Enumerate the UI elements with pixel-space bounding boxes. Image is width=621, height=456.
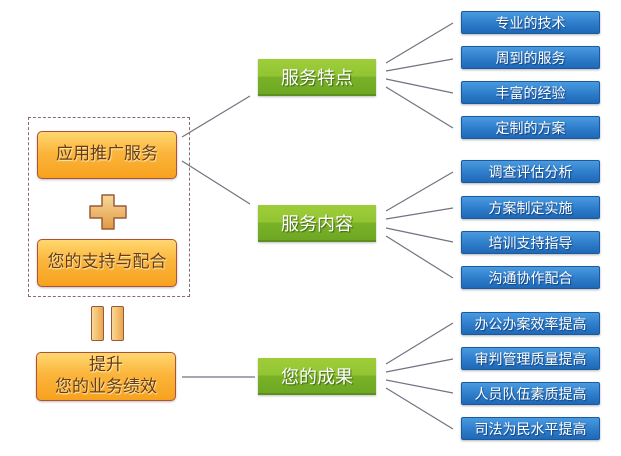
content-item-label: 调查评估分析 (488, 164, 573, 181)
service-box[interactable]: 应用推广服务 (37, 131, 177, 179)
category-features-label: 服务特点 (281, 67, 353, 89)
connector-features-item-2 (385, 58, 454, 72)
connector-content-item-3 (385, 227, 454, 243)
outcomes-item[interactable]: 办公办案效率提高 (461, 312, 600, 335)
result-box-line1: 提升 (89, 355, 123, 376)
content-item[interactable]: 沟通协作配合 (461, 266, 600, 289)
category-features[interactable]: 服务特点 (258, 59, 376, 96)
equals-icon-bar-left (91, 306, 104, 341)
category-outcomes[interactable]: 您的成果 (258, 358, 376, 395)
connector-content-item-4 (385, 235, 454, 279)
category-content[interactable]: 服务内容 (258, 205, 376, 242)
content-item[interactable]: 方案制定实施 (461, 196, 600, 219)
features-item[interactable]: 定制的方案 (461, 116, 600, 139)
features-item[interactable]: 周到的服务 (461, 46, 600, 69)
connector-service-to-features (181, 95, 251, 138)
connector-features-item-3 (385, 78, 454, 94)
connector-content-item-1 (385, 171, 454, 212)
category-outcomes-label: 您的成果 (281, 366, 353, 388)
plus-icon (89, 194, 127, 230)
outcomes-item[interactable]: 司法为民水平提高 (461, 417, 600, 440)
features-item-label: 周到的服务 (495, 50, 566, 67)
connector-outcomes-item-3 (385, 379, 454, 394)
support-box[interactable]: 您的支持与配合 (37, 239, 177, 287)
equals-icon-bar-right (111, 306, 124, 341)
outcomes-item-label: 审判管理质量提高 (474, 351, 587, 368)
category-content-label: 服务内容 (281, 213, 353, 235)
outcomes-item-label: 司法为民水平提高 (474, 421, 587, 438)
features-item-label: 专业的技术 (495, 15, 566, 32)
connector-outcomes-item-2 (385, 358, 454, 373)
connector-features-item-4 (385, 86, 454, 129)
connector-outcomes-item-1 (385, 322, 454, 365)
features-item-label: 丰富的经验 (495, 85, 566, 102)
connector-content-item-2 (385, 207, 454, 220)
features-item[interactable]: 专业的技术 (461, 11, 600, 34)
connector-service-to-content (181, 160, 251, 205)
content-item[interactable]: 调查评估分析 (461, 160, 600, 183)
support-box-label: 您的支持与配合 (47, 252, 167, 273)
features-item-label: 定制的方案 (495, 120, 566, 137)
content-item-label: 沟通协作配合 (488, 270, 573, 287)
content-item-label: 培训支持指导 (488, 235, 573, 252)
input-group-frame (28, 117, 190, 297)
result-box-line2: 您的业务绩效 (55, 376, 157, 397)
outcomes-item[interactable]: 人员队伍素质提高 (461, 382, 600, 405)
outcomes-item[interactable]: 审判管理质量提高 (461, 347, 600, 370)
features-item[interactable]: 丰富的经验 (461, 81, 600, 104)
service-box-label: 应用推广服务 (56, 144, 158, 165)
connector-features-item-1 (385, 22, 454, 64)
outcomes-item-label: 办公办案效率提高 (474, 316, 587, 333)
content-item-label: 方案制定实施 (488, 200, 573, 217)
content-item[interactable]: 培训支持指导 (461, 231, 600, 254)
outcomes-item-label: 人员队伍素质提高 (474, 386, 587, 403)
result-box[interactable]: 提升 您的业务绩效 (36, 352, 176, 401)
connector-outcomes-item-4 (385, 387, 454, 430)
